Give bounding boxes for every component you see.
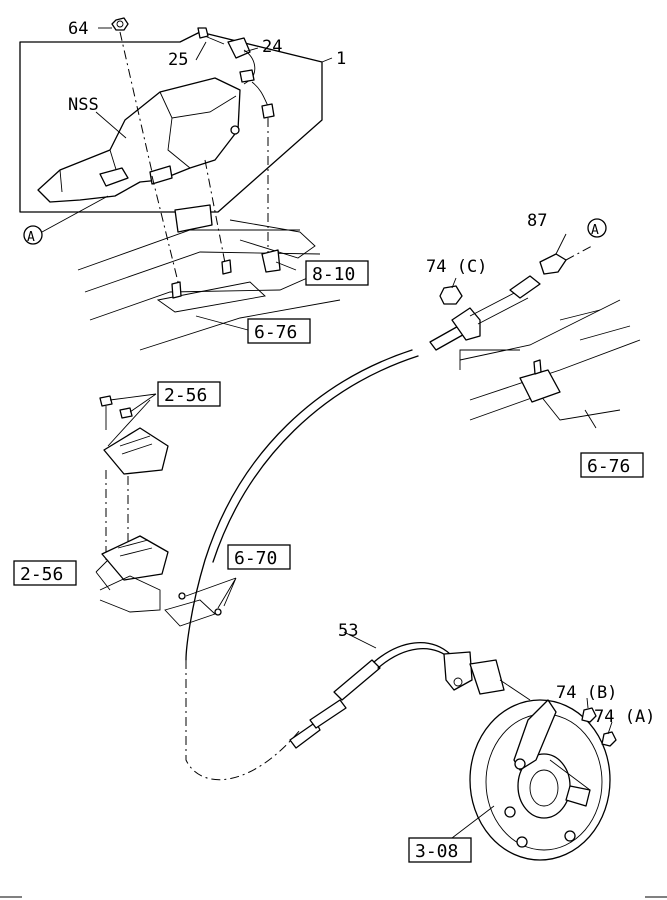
ref-box-6-76-right-label: 6-76 bbox=[587, 456, 630, 477]
callout-74b: 74 (B) bbox=[556, 683, 617, 703]
callout-64: 64 bbox=[68, 19, 88, 39]
ref-a-left: A bbox=[23, 225, 43, 245]
bracket-upper bbox=[99, 395, 169, 560]
ref-box-6-76-top[interactable]: 6-76 bbox=[247, 318, 311, 344]
ref-box-2-56-left-label: 2-56 bbox=[20, 564, 63, 585]
ref-box-6-70-label: 6-70 bbox=[234, 548, 277, 569]
ref-box-2-56-top[interactable]: 2-56 bbox=[157, 381, 221, 407]
bracket-lower bbox=[99, 535, 169, 613]
ref-box-6-70[interactable]: 6-70 bbox=[227, 544, 291, 570]
callout-25: 25 bbox=[168, 50, 188, 70]
ref-box-3-08[interactable]: 3-08 bbox=[408, 837, 472, 863]
nut-64 bbox=[111, 17, 269, 291]
ref-box-8-10[interactable]: 8-10 bbox=[305, 260, 369, 286]
callout-53: 53 bbox=[338, 621, 358, 641]
parking-brake-lever-cover bbox=[37, 77, 241, 203]
parking-brake-cable bbox=[185, 245, 593, 781]
callout-1: 1 bbox=[336, 49, 346, 69]
floor-crossmember-top bbox=[77, 204, 341, 351]
callout-74c: 74 (C) bbox=[426, 257, 487, 277]
ref-a-right: A bbox=[587, 218, 607, 238]
brake-switch bbox=[197, 27, 275, 119]
nut-74a bbox=[601, 731, 617, 747]
bracket-6-70 bbox=[164, 592, 222, 627]
callout-nss: NSS bbox=[68, 95, 99, 115]
rear-cable-53 bbox=[289, 642, 531, 749]
callout-74a: 74 (A) bbox=[594, 707, 655, 727]
nut-74b bbox=[581, 707, 597, 723]
ref-box-6-76-top-label: 6-76 bbox=[254, 322, 297, 343]
ref-box-6-76-right[interactable]: 6-76 bbox=[580, 452, 644, 478]
callout-labels: 64 25 24 1 NSS 87 74 (C) 53 74 (B) 74 (A… bbox=[68, 19, 655, 727]
leader-lines bbox=[41, 27, 613, 839]
ref-a-right-label: A bbox=[591, 223, 599, 238]
assembly-frame bbox=[19, 31, 323, 213]
ref-box-2-56-left[interactable]: 2-56 bbox=[13, 560, 77, 586]
ref-box-8-10-label: 8-10 bbox=[312, 264, 355, 285]
ref-box-3-08-label: 3-08 bbox=[415, 841, 458, 862]
ref-a-left-label: A bbox=[27, 230, 35, 245]
rear-brake-drum bbox=[469, 699, 611, 861]
callout-24: 24 bbox=[262, 37, 282, 57]
ref-box-2-56-top-label: 2-56 bbox=[164, 385, 207, 406]
callout-87: 87 bbox=[527, 211, 547, 231]
frame-rail-right bbox=[459, 299, 641, 421]
